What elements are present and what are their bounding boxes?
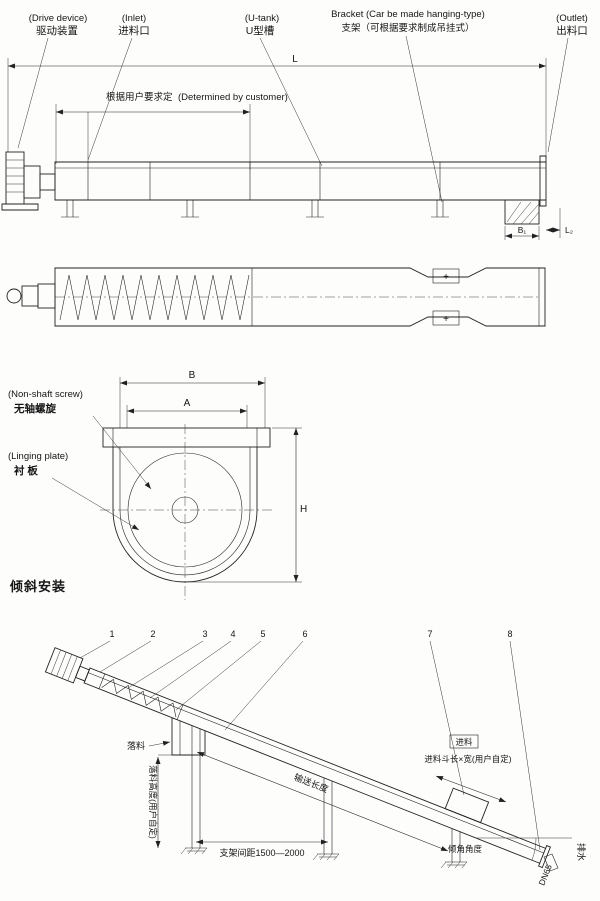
discharge-chute bbox=[171, 717, 206, 756]
drive-unit bbox=[1, 151, 56, 211]
convey-length-label: 输送长度 bbox=[293, 771, 331, 794]
dimension-customer-length: 根据用户要求定 (Determined by customer) bbox=[55, 91, 288, 170]
dimension-bracket-spacing: 支架间距1500—2000 bbox=[196, 839, 328, 858]
plus-icon: + bbox=[443, 272, 449, 283]
callout-3: 3 bbox=[202, 629, 207, 639]
inlet-label-en: (Inlet) bbox=[122, 13, 146, 24]
inclined-conveyor bbox=[44, 647, 551, 869]
dimension-A: A bbox=[126, 398, 248, 428]
dim-customer-label-zh: 根据用户要求定 bbox=[106, 91, 173, 103]
dimension-H: H bbox=[190, 427, 307, 583]
outlet-box bbox=[504, 199, 540, 225]
dim-H-label: H bbox=[300, 504, 307, 515]
u-tank-label-zh: U型槽 bbox=[246, 24, 275, 37]
section-marker-bottom: + bbox=[432, 310, 460, 326]
incline-drive-motor bbox=[44, 647, 90, 684]
callout-4: 4 bbox=[230, 629, 235, 639]
dim-l2-label: L₂ bbox=[565, 225, 573, 235]
plan-drive-end bbox=[6, 283, 56, 309]
lining-plate-label-en: (Linging plate) bbox=[8, 451, 68, 462]
dimension-B: B bbox=[119, 370, 266, 428]
dim-B-label: B bbox=[189, 370, 196, 381]
dimension-l2: L₂ bbox=[546, 208, 573, 238]
callout-leaders bbox=[79, 640, 541, 851]
dimension-b1: B₁ bbox=[504, 225, 540, 240]
part-labels: (Drive device) 驱动装置 (Inlet) 进料口 (U-tank)… bbox=[29, 9, 588, 37]
callout-2: 2 bbox=[150, 629, 155, 639]
incline-angle-label: 倾角角度 bbox=[448, 844, 483, 854]
fall-height-label: 落料高度(用户自定) bbox=[148, 765, 158, 839]
outlet-label-en: (Outlet) bbox=[556, 13, 588, 24]
inlet-tag-label: 进料 bbox=[455, 737, 473, 747]
dimension-overall-length: L bbox=[7, 54, 547, 158]
callout-8: 8 bbox=[507, 629, 512, 639]
dimension-convey-length: 输送长度 bbox=[196, 751, 449, 852]
drive-device-label-en: (Drive device) bbox=[29, 13, 88, 24]
incline-support-legs bbox=[180, 726, 468, 869]
falling-material-callout: 落料 bbox=[127, 740, 171, 751]
dim-L-label: L bbox=[292, 54, 298, 65]
cross-section-view: B A H (Non-shaft screw) 无轴螺旋 (Lin bbox=[8, 370, 307, 600]
dim-A-label: A bbox=[184, 398, 191, 409]
lining-plate-label-zh: 衬 板 bbox=[14, 464, 38, 477]
hopper-dim-label: 进料斗长×宽(用户自定) bbox=[424, 754, 511, 764]
dim-b1-label: B₁ bbox=[518, 225, 527, 235]
non-shaft-screw-label-zh: 无轴螺旋 bbox=[13, 402, 56, 415]
plan-outline bbox=[54, 267, 546, 327]
drive-device-label-zh: 驱动装置 bbox=[36, 24, 78, 37]
callout-6: 6 bbox=[302, 629, 307, 639]
u-tank-label-en: (U-tank) bbox=[245, 13, 279, 24]
tank-body bbox=[54, 155, 547, 207]
outlet-label-zh: 出料口 bbox=[556, 24, 588, 37]
screw-spiral bbox=[59, 274, 250, 321]
non-shaft-screw-label-en: (Non-shaft screw) bbox=[8, 389, 83, 400]
dim-customer-label-en: (Determined by customer) bbox=[178, 92, 288, 103]
screw-callout: (Non-shaft screw) 无轴螺旋 bbox=[8, 389, 152, 490]
falling-material-label: 落料 bbox=[127, 740, 145, 751]
bracket-spacing-label: 支架间距1500—2000 bbox=[219, 847, 304, 858]
bracket-label-en: Bracket (Car be made hanging-type) bbox=[331, 9, 485, 20]
plus-icon: + bbox=[443, 314, 449, 325]
support-legs bbox=[61, 200, 449, 218]
tank-section bbox=[100, 424, 272, 600]
bracket-label-zh: 支架（可根据要求制成吊挂式） bbox=[341, 22, 474, 34]
inlet-hopper-callout: 进料 进料斗长×宽(用户自定) bbox=[424, 734, 512, 803]
inlet-label-zh: 进料口 bbox=[118, 24, 150, 37]
drain-callout: 排水 DN65 bbox=[537, 843, 587, 887]
dimension-fall-height: 落料高度(用户自定) bbox=[148, 754, 172, 848]
callout-7: 7 bbox=[427, 629, 432, 639]
incline-install-heading: 倾斜安装 bbox=[9, 579, 66, 594]
callout-5: 5 bbox=[260, 629, 265, 639]
incline-angle-callout: 倾角角度 bbox=[448, 837, 572, 861]
incline-screw-spiral bbox=[98, 673, 184, 720]
side-elevation-view: (Drive device) 驱动装置 (Inlet) 进料口 (U-tank)… bbox=[1, 9, 588, 240]
lining-plate-callout: (Linging plate) 衬 板 bbox=[8, 451, 140, 531]
plan-view: + + bbox=[6, 267, 546, 327]
section-marker-top: + bbox=[432, 268, 460, 284]
callout-1: 1 bbox=[109, 629, 114, 639]
callout-numbers: 1 2 3 4 5 6 7 8 bbox=[109, 629, 512, 639]
drain-label: 排水 bbox=[576, 843, 587, 861]
incline-view: 1 2 3 4 5 6 7 8 bbox=[44, 629, 587, 887]
